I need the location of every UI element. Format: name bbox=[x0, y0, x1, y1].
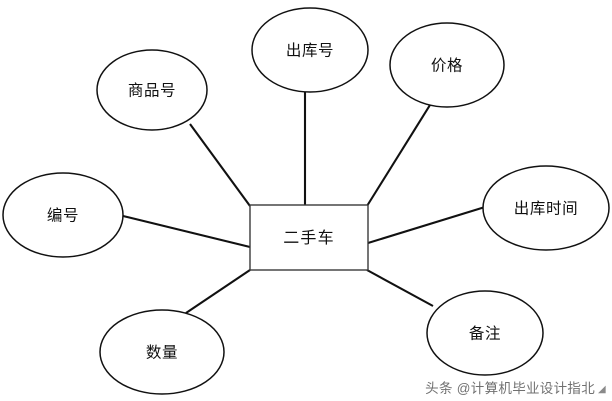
edge-shuliang bbox=[185, 269, 251, 314]
entity-rectangle bbox=[249, 204, 369, 271]
attribute-label: 出库时间 bbox=[514, 200, 578, 218]
attribute-node-bianhao[interactable]: 编号 bbox=[2, 172, 124, 258]
watermark-corner-icon: ◢ bbox=[598, 384, 606, 395]
attribute-label: 备注 bbox=[469, 325, 501, 343]
attribute-label: 商品号 bbox=[128, 82, 176, 100]
attribute-node-shangpinhao[interactable]: 商品号 bbox=[96, 49, 208, 131]
attribute-node-beizhu[interactable]: 备注 bbox=[426, 290, 544, 376]
attribute-ellipse bbox=[426, 290, 544, 376]
edge-chukushijian bbox=[367, 205, 486, 245]
edge-beizhu bbox=[366, 269, 434, 307]
attribute-label: 出库号 bbox=[286, 42, 334, 60]
attribute-node-chukuhao[interactable]: 出库号 bbox=[251, 7, 369, 93]
edge-jiage bbox=[366, 104, 431, 207]
watermark: 头条 @计算机毕业设计指北◢ bbox=[425, 377, 606, 397]
entity-node-ershouche[interactable]: 二手车 bbox=[249, 204, 369, 271]
attribute-ellipse bbox=[482, 165, 610, 251]
attribute-label: 编号 bbox=[47, 207, 79, 225]
attribute-node-chukushijian[interactable]: 出库时间 bbox=[482, 165, 610, 251]
edge-group bbox=[122, 92, 486, 314]
attribute-label: 数量 bbox=[146, 344, 178, 362]
watermark-text: 头条 @计算机毕业设计指北 bbox=[425, 381, 595, 396]
attribute-ellipse bbox=[389, 22, 505, 108]
attribute-node-shuliang[interactable]: 数量 bbox=[99, 309, 225, 395]
edge-shangpinhao bbox=[189, 123, 251, 207]
attribute-ellipse bbox=[2, 172, 124, 258]
attribute-ellipse bbox=[96, 49, 208, 131]
attribute-node-jiage[interactable]: 价格 bbox=[389, 22, 505, 108]
edge-bianhao bbox=[122, 214, 251, 249]
attribute-label: 价格 bbox=[431, 57, 463, 75]
attribute-ellipse bbox=[99, 309, 225, 395]
entity-label: 二手车 bbox=[283, 229, 335, 247]
attribute-ellipse bbox=[251, 7, 369, 93]
